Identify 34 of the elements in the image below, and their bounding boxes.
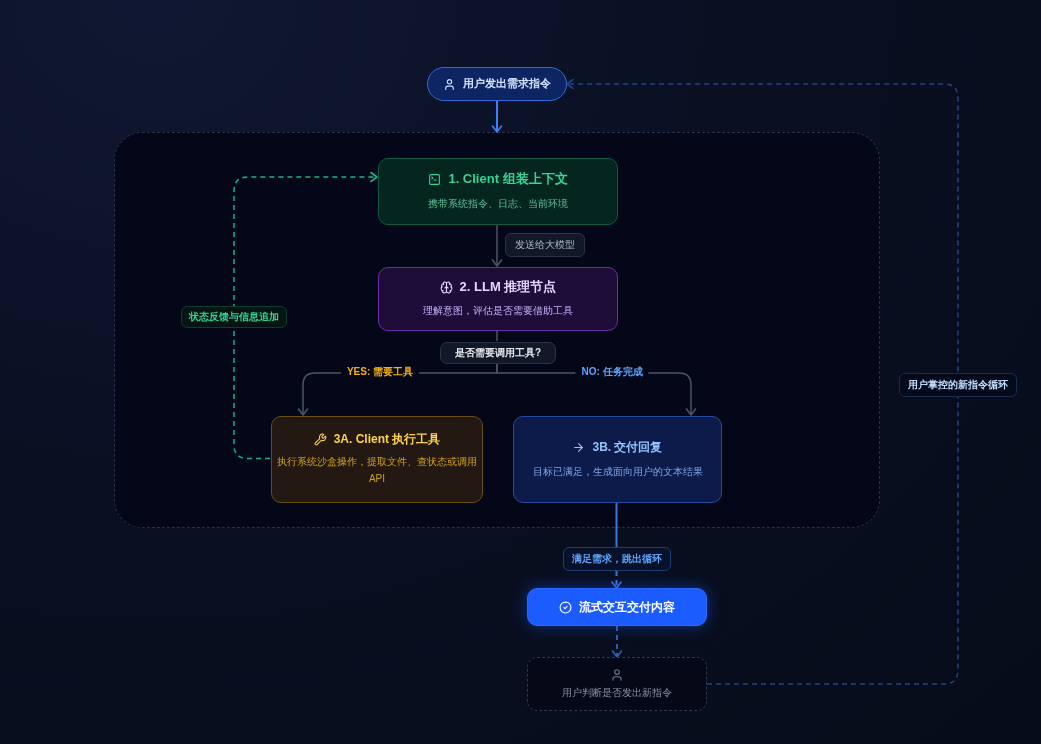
node-subtitle: 目标已满足，生成面向用户的文本结果 <box>532 464 703 479</box>
node-title: 用户发出需求指令 <box>463 77 551 91</box>
result-node <box>527 588 707 626</box>
node-subtitle: 执行系统沙盒操作，提取文件、查状态或调用API <box>276 455 478 486</box>
node-title: 是否需要调用工具? <box>454 346 542 360</box>
node-subtitle: 理解意图，评估是否需要借助工具 <box>423 303 573 318</box>
node-title: 1. Client 组装上下文 <box>448 170 568 188</box>
edge-label: 发送给大模型 <box>505 233 585 257</box>
connector-line <box>496 329 498 342</box>
node-title: 流式交互交付内容 <box>579 599 675 615</box>
decision-box <box>440 342 556 364</box>
process-box <box>271 416 483 503</box>
loop-frame <box>114 132 880 528</box>
dashed-box <box>527 657 707 711</box>
node-title: 3B. 交付回复 <box>592 439 663 455</box>
arrow <box>233 171 378 460</box>
start-node <box>427 67 567 101</box>
arrow <box>491 100 503 133</box>
arrow <box>566 78 959 685</box>
node-subtitle: 携带系统指令、日志、当前环境 <box>428 197 568 212</box>
arrow <box>611 625 623 658</box>
edge-label: 满足需求，跳出循环 <box>563 547 671 571</box>
edge-label: YES: 需要工具 <box>340 365 420 379</box>
node-title: 3A. Client 执行工具 <box>333 432 441 447</box>
process-box <box>513 416 722 503</box>
process-box <box>378 158 618 225</box>
node-title: 2. LLM 推理节点 <box>459 279 557 296</box>
edge-label: 用户掌控的新指令循环 <box>899 373 1017 397</box>
node-text: 用户判断是否发出新指令 <box>562 687 672 700</box>
arrow <box>611 501 622 589</box>
edge-label: NO: 任务完成 <box>575 365 649 379</box>
edge-label: 状态反馈与信息追加 <box>181 306 287 328</box>
process-box <box>378 267 618 331</box>
arrow <box>491 223 503 267</box>
